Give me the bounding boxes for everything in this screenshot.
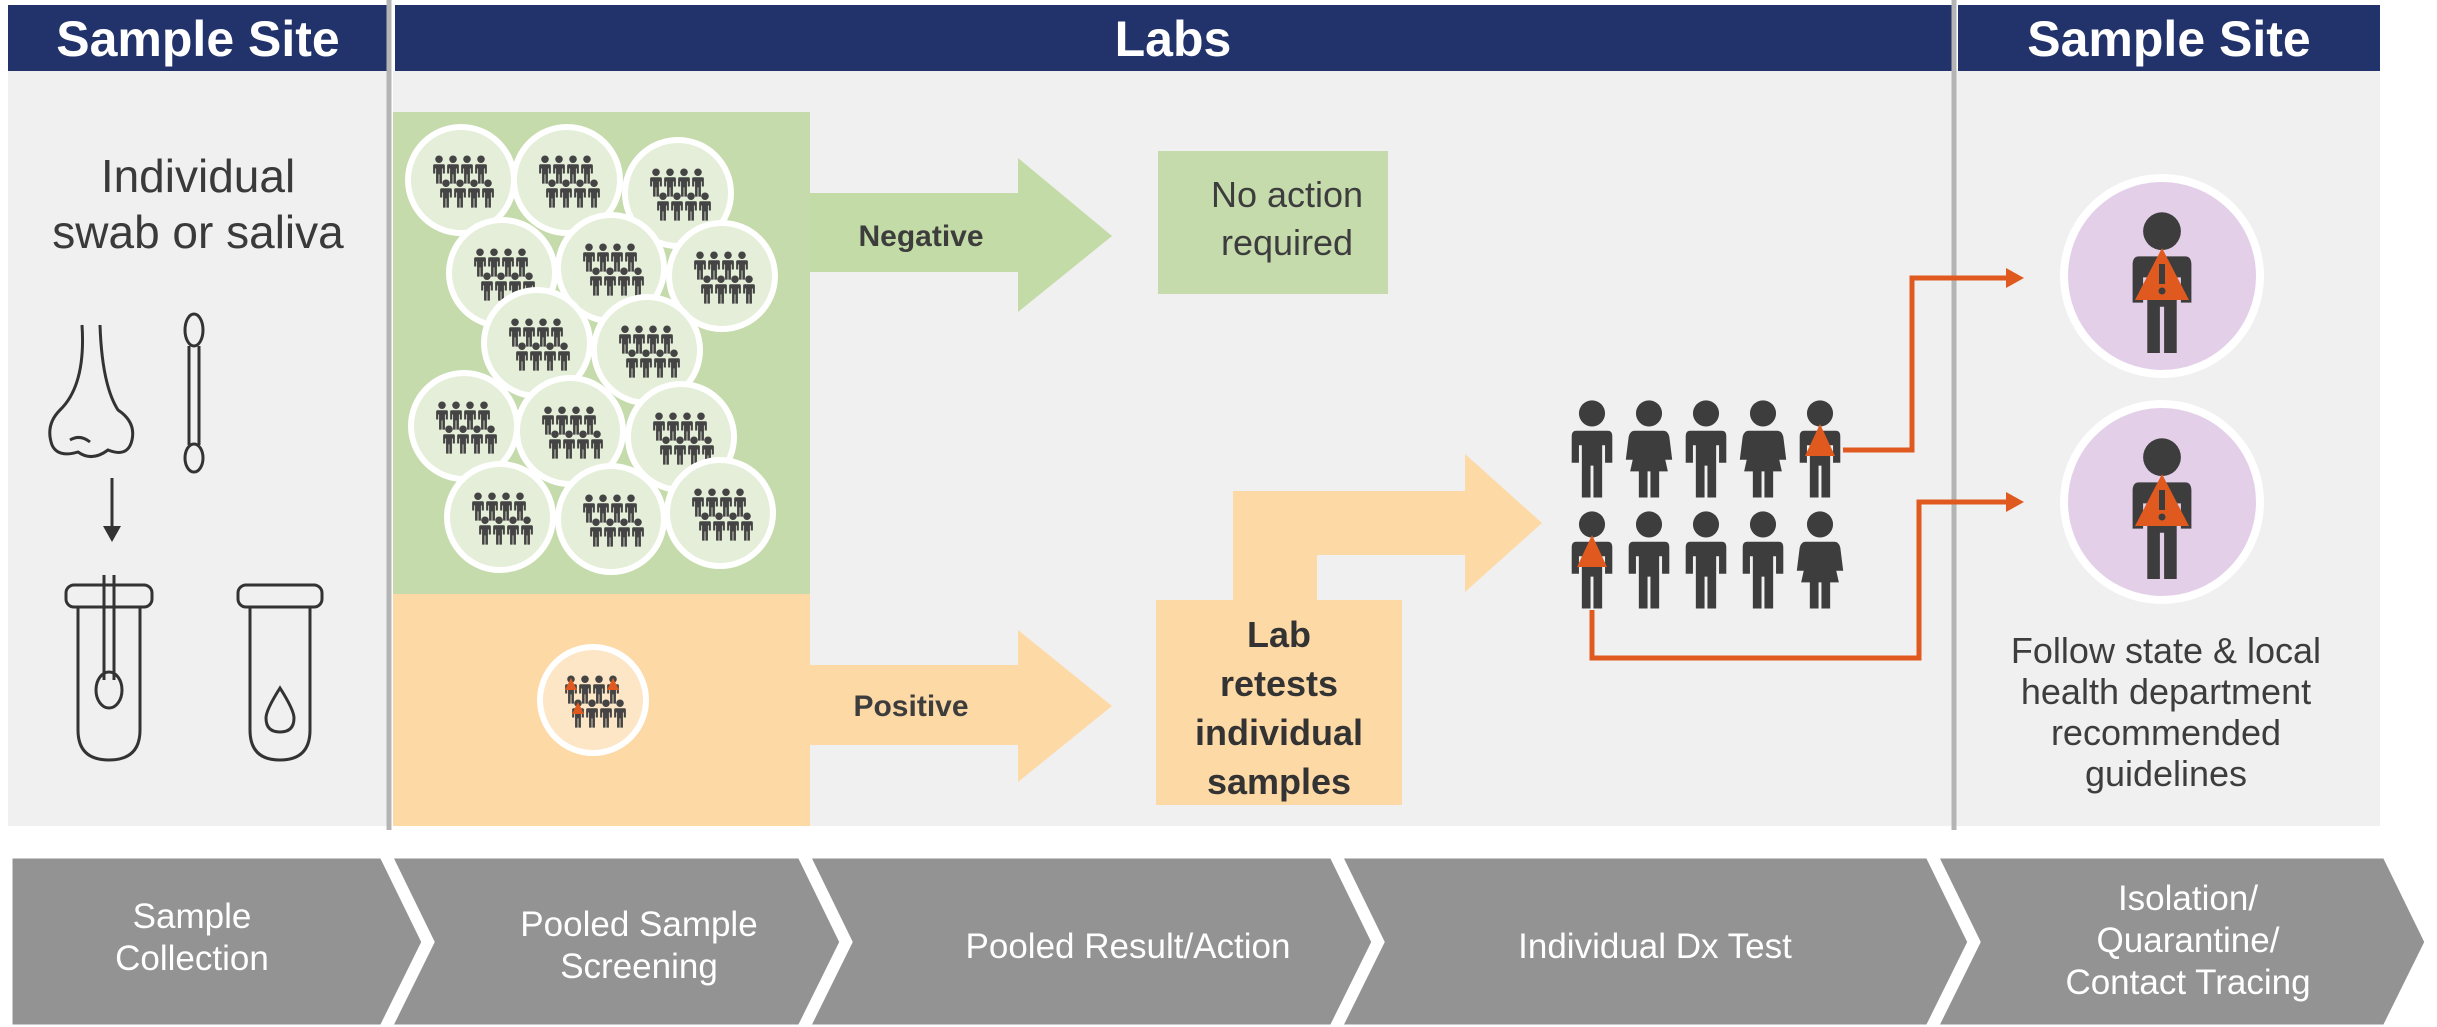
guidelines-line-3: recommended: [2051, 712, 2281, 753]
no-action-line-2: required: [1221, 222, 1353, 263]
step-chevron: [803, 853, 1377, 1027]
step-4-line-1: Individual Dx Test: [1518, 927, 1792, 966]
panel-sample-collection: [8, 71, 389, 826]
pool-circle: [558, 466, 664, 572]
positive-arrow: [810, 630, 1112, 782]
step-5-line-1: Isolation/: [2118, 879, 2258, 918]
header-middle: Labs: [1115, 11, 1232, 67]
step-5-line-2: Quarantine/: [2097, 921, 2280, 960]
positive-pool-circle: [537, 644, 649, 756]
collection-line-1: Individual: [101, 150, 295, 202]
step-2-line-2: Screening: [560, 947, 718, 986]
retest-line-3: individual: [1195, 712, 1363, 753]
header-right: Sample Site: [2027, 11, 2310, 67]
nose-icon: [48, 324, 135, 458]
swab-icon: [183, 312, 205, 474]
step-2-line-1: Pooled Sample: [520, 905, 757, 944]
pool-circle: [667, 460, 773, 566]
pool-circle: [447, 464, 553, 570]
step-chevron: [7, 853, 427, 1027]
connector-upper: [1843, 275, 2008, 453]
isolated-person-circle-upper: [2060, 174, 2264, 378]
step-chevron: [385, 853, 845, 1027]
warning-icon: [1805, 424, 1835, 456]
step-chevron: [1335, 853, 1973, 1027]
arrow-down-icon: [103, 478, 121, 542]
retest-box: [1156, 600, 1402, 805]
test-tube-swab-icon: [64, 575, 154, 762]
droplet-icon: [264, 685, 296, 734]
no-action-box: [1158, 151, 1388, 294]
connector-lower: [1589, 499, 2008, 661]
connector-lower-head: [2006, 492, 2024, 512]
connector-upper-head: [2006, 268, 2024, 288]
guidelines-line-4: guidelines: [2085, 753, 2247, 794]
header-bar-right: [1958, 5, 2380, 71]
step-3-line-1: Pooled Result/Action: [966, 927, 1291, 966]
isolated-person-circle-lower: [2060, 400, 2264, 604]
retest-line-4: samples: [1207, 761, 1351, 802]
retest-line-2: retests: [1220, 663, 1338, 704]
guidelines-line-1: Follow state & local: [2011, 630, 2321, 671]
no-action-line-1: No action: [1211, 174, 1363, 215]
retest-arrow: [1233, 454, 1542, 600]
step-5-line-3: Contact Tracing: [2065, 963, 2310, 1002]
collection-line-2: swab or saliva: [52, 206, 344, 258]
header-bar-left: [8, 5, 389, 71]
step-1-line-1: Sample: [133, 897, 252, 936]
header-left: Sample Site: [56, 11, 339, 67]
pool-circle: [408, 127, 514, 233]
guidelines-line-2: health department: [2021, 671, 2311, 712]
step-1-line-2: Collection: [115, 939, 269, 978]
negative-arrow: [810, 158, 1112, 312]
positive-label: Positive: [853, 690, 968, 723]
test-tube-saliva-icon: [236, 583, 324, 762]
step-chevron: [1931, 853, 2430, 1027]
negative-label: Negative: [858, 220, 983, 253]
warning-icon: [1577, 535, 1607, 567]
header-bar-middle: [395, 5, 1952, 71]
retest-line-1: Lab: [1247, 614, 1311, 655]
process-steps: [7, 853, 2430, 1027]
